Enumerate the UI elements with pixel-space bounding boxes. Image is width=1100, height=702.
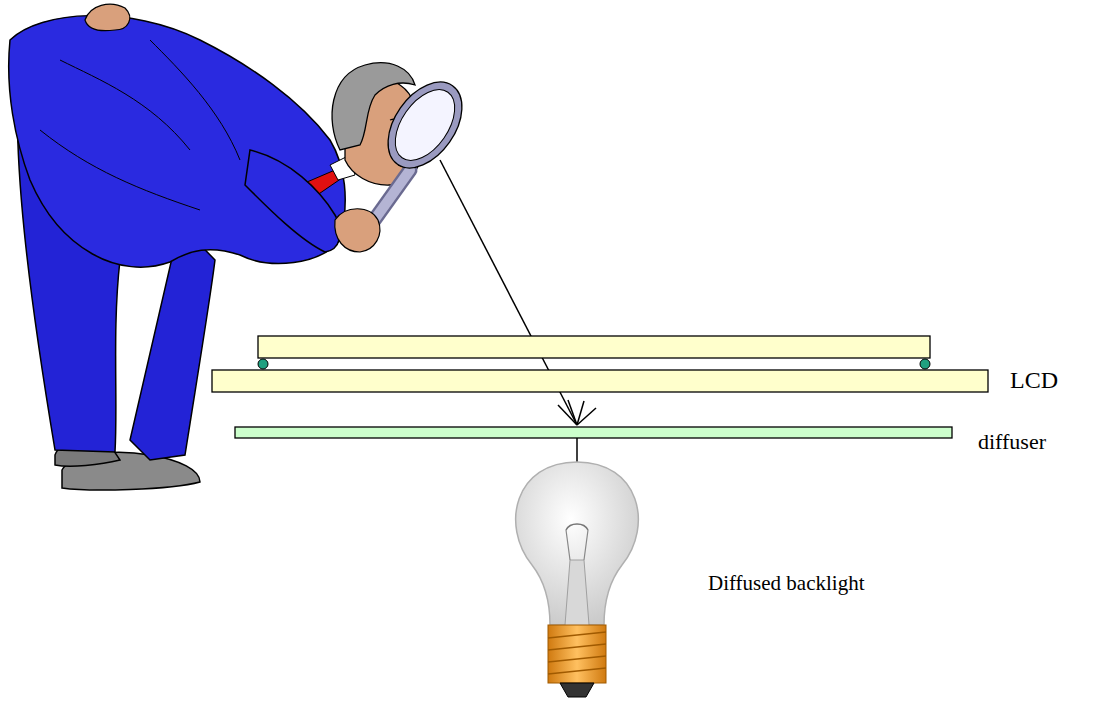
light-bulb <box>516 462 639 697</box>
part-label: LCD <box>1010 367 1058 393</box>
part-label: diffuser <box>978 430 1046 454</box>
lcd-top-glass <box>258 336 930 358</box>
spacer-dot <box>920 359 930 369</box>
part-label: Diffused backlight <box>708 572 865 595</box>
light-line <box>576 438 578 462</box>
diffuser-plate <box>235 427 952 438</box>
inspector-figure <box>9 4 477 490</box>
spacer-dot <box>258 359 268 369</box>
lcd-bottom-glass <box>212 370 988 392</box>
